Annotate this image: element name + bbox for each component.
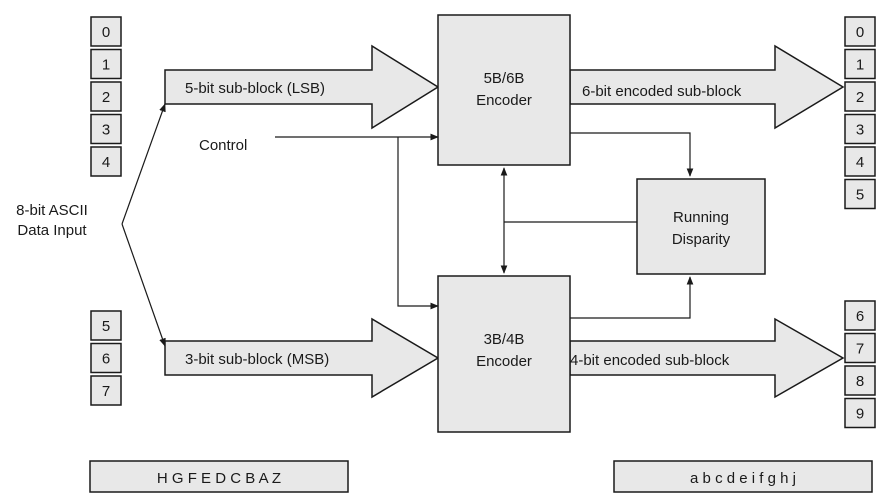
running-disparity-line2: Disparity [672,231,731,248]
msb-arrow-label: 3-bit sub-block (MSB) [185,351,329,368]
input-label-line2: Data Input [17,222,87,239]
output-bit-low-label-0: 6 [856,308,864,325]
input-bit-box-1 [90,48,122,80]
encoder-3b4b-line2: Encoder [476,353,532,370]
input-letters: H G F E D C B A Z [157,470,281,487]
msb-arrow [164,317,440,399]
out4-arrow [569,317,845,399]
input-bit-label-4: 4 [102,154,110,171]
input-bit-msb-label-0: 5 [102,318,110,335]
split-arrow-down [121,223,166,347]
input-bit-msb-box-1 [90,342,122,374]
output-bit-label-3: 3 [856,122,864,139]
output-bit-label-1: 1 [856,57,864,74]
input-bit-box-2 [90,81,122,112]
output-letters-box [613,460,873,493]
output-bit-low-box-0 [844,300,876,331]
out6-arrow [569,44,845,130]
3b4b-to-disparity-line [570,276,694,319]
5b6b-to-disparity-line [570,132,694,177]
output-bits-top: 0 1 2 3 4 5 [844,16,876,210]
split-arrow-up [121,103,166,225]
input-bits-bottom: 5 6 7 [90,310,122,406]
control-label: Control [199,137,247,154]
input-bit-box-3 [90,113,122,145]
encoder-3b4b-box [437,275,571,433]
lsb-arrow [164,44,440,130]
input-bit-label-0: 0 [102,24,110,41]
encoder-5b6b-box [437,14,571,166]
output-bit-label-2: 2 [856,89,864,106]
input-bit-label-2: 2 [102,89,110,106]
running-disparity-line1: Running [673,209,729,226]
input-bit-box-4 [90,146,122,177]
encoder-5b6b-line2: Encoder [476,92,532,109]
input-bit-msb-box-0 [90,310,122,341]
output-bit-label-4: 4 [856,154,864,171]
input-letters-box [89,460,349,493]
input-bit-msb-box-2 [90,375,122,406]
output-bit-label-0: 0 [856,24,864,41]
input-label-line1: 8-bit ASCII [16,202,88,219]
output-letters: a b c d e i f g h j [690,470,796,487]
output-bit-box-2 [844,81,876,112]
input-bit-box-0 [90,16,122,47]
output-bit-low-box-3 [844,397,876,429]
encoder-3b4b-line1: 3B/4B [484,331,525,348]
out6-arrow-label: 6-bit encoded sub-block [582,83,742,100]
output-bit-box-4 [844,146,876,177]
out4-arrow-label: 4-bit encoded sub-block [570,352,730,369]
output-bits-bottom: 6 7 8 9 [844,300,876,429]
output-bit-low-label-2: 8 [856,373,864,390]
input-bit-label-1: 1 [102,57,110,74]
input-bit-msb-label-2: 7 [102,383,110,400]
output-bit-box-3 [844,113,876,145]
running-disparity-box [636,178,766,275]
encoder-5b6b-line1: 5B/6B [484,70,525,87]
output-bit-box-5 [844,178,876,210]
output-bit-label-5: 5 [856,187,864,204]
input-bit-label-3: 3 [102,122,110,139]
output-bit-low-label-1: 7 [856,341,864,358]
output-bit-low-box-2 [844,365,876,396]
output-bit-box-1 [844,48,876,80]
output-bit-low-box-1 [844,332,876,364]
output-bit-box-0 [844,16,876,47]
output-bit-low-label-3: 9 [856,406,864,423]
input-bit-msb-label-1: 6 [102,351,110,368]
lsb-arrow-label: 5-bit sub-block (LSB) [185,80,325,97]
control-branch-line [397,137,439,310]
input-bits-top: 0 1 2 3 4 [90,16,122,177]
